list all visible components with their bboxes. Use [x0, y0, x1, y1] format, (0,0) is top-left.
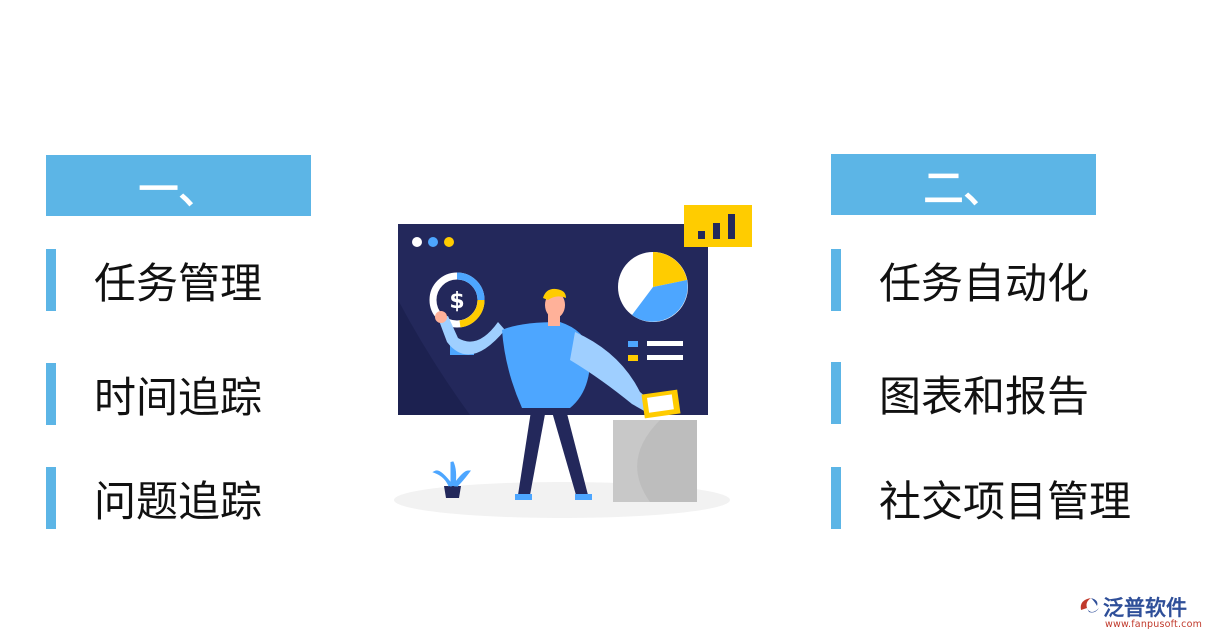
person-arm-right — [570, 332, 652, 412]
card-face — [647, 394, 674, 413]
plant-pot — [444, 486, 461, 498]
fanpu-logo-icon — [1080, 598, 1099, 613]
person-leg-right — [548, 398, 588, 495]
screen-shading — [398, 300, 470, 415]
podium-shadow — [637, 420, 697, 502]
donut-segment-blue — [456, 272, 485, 301]
section-one-header-text: 一、 — [138, 166, 219, 213]
accent-bar — [831, 249, 841, 311]
window-dot-icon — [412, 237, 422, 247]
accent-bar — [831, 467, 841, 529]
brand-logo: 泛普软件 www.fanpusoft.com — [1077, 592, 1202, 632]
person-torso — [502, 322, 591, 408]
list-item-task-automation: 任务自动化 — [831, 249, 1089, 311]
accent-bar — [46, 363, 56, 425]
list-item-label: 时间追踪 — [94, 372, 263, 422]
bar-chart-icon — [728, 214, 735, 239]
brand-url: www.fanpusoft.com — [1105, 619, 1203, 630]
pie-slice-blue — [632, 280, 688, 322]
list-item-label: 图表和报告 — [879, 371, 1090, 421]
list-item-label: 问题追踪 — [94, 476, 263, 526]
list-item-time-tracking: 时间追踪 — [46, 363, 262, 425]
person-hand — [435, 311, 447, 323]
person-hair — [543, 288, 566, 300]
donut-segment-yellow — [459, 299, 485, 328]
dollar-symbol: $ — [449, 289, 464, 314]
accent-bar — [46, 249, 56, 311]
section-two-header-text: 二、 — [923, 165, 1004, 212]
dashboard-presenter-illustration: $ — [394, 205, 752, 518]
brand-name: 泛普软件 — [1103, 596, 1187, 620]
legend-line — [647, 341, 683, 346]
legend-key-yellow-small — [628, 355, 638, 361]
list-item-charts-reports: 图表和报告 — [831, 362, 1089, 424]
list-item-social-project-management: 社交项目管理 — [831, 467, 1131, 529]
accent-bar — [831, 362, 841, 424]
person-leg-left — [518, 398, 548, 495]
person-arm-left — [438, 316, 505, 355]
section-two-header: 二、 — [831, 154, 1096, 215]
pie-slice-yellow — [653, 252, 687, 287]
list-item-label: 任务管理 — [94, 258, 263, 308]
accent-bar — [46, 467, 56, 529]
legend-key-blue-small — [628, 341, 638, 347]
list-item-issue-tracking: 问题追踪 — [46, 467, 262, 529]
plant-leaves-icon — [432, 461, 472, 488]
list-item-task-management: 任务管理 — [46, 249, 262, 311]
legend-line — [647, 355, 683, 360]
list-item-label: 社交项目管理 — [879, 476, 1132, 526]
window-dot-icon — [428, 237, 438, 247]
section-one-header: 一、 — [46, 155, 311, 216]
window-dot-icon — [444, 237, 454, 247]
shoe-left — [515, 494, 532, 500]
bar-chart-icon — [713, 223, 720, 239]
bar-chart-icon — [698, 231, 705, 239]
list-item-label: 任务自动化 — [879, 258, 1090, 308]
shoe-right — [575, 494, 592, 500]
